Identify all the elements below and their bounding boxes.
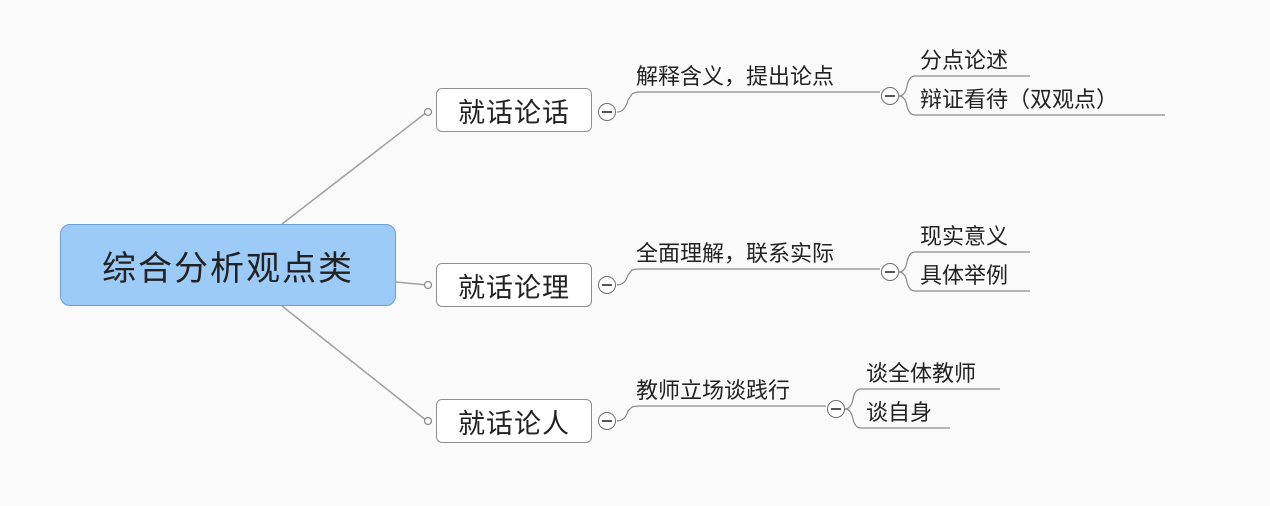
- connector-sub-2-child-2: [898, 271, 1030, 292]
- leaf-topic-1-2[interactable]: 辩证看待（双观点）: [920, 87, 1118, 115]
- sub-topic-3[interactable]: 教师立场谈践行: [636, 378, 790, 406]
- collapse-toggle-sub-3[interactable]: [827, 400, 845, 418]
- branch-node-1[interactable]: 就话论话: [436, 88, 592, 132]
- connector-sub-3-child-1: [844, 388, 1000, 410]
- leaf-topic-1-1-label: 分点论述: [920, 49, 1009, 74]
- connector-branch-1-sub: [616, 91, 880, 113]
- connector-root-branch-1: [281, 111, 428, 225]
- connector-branch-3-sub: [616, 405, 826, 422]
- collapse-toggle-branch-2[interactable]: [598, 276, 616, 294]
- sub-topic-1[interactable]: 解释含义，提出论点: [636, 64, 834, 92]
- branch-node-3[interactable]: 就话论人: [436, 399, 592, 443]
- leaf-topic-3-1[interactable]: 谈全体教师: [866, 361, 976, 389]
- connector-dot-branch-3: [423, 416, 433, 426]
- connector-root-branch-3: [281, 305, 428, 422]
- leaf-topic-3-2[interactable]: 谈自身: [866, 400, 932, 428]
- connector-root-branch-2: [395, 281, 428, 286]
- connector-dot-branch-2: [423, 280, 433, 290]
- sub-topic-2[interactable]: 全面理解，联系实际: [636, 241, 834, 269]
- sub-topic-1-label: 解释含义，提出论点: [636, 65, 835, 90]
- collapse-toggle-branch-3[interactable]: [598, 412, 616, 430]
- leaf-topic-2-1-label: 现实意义: [920, 225, 1009, 250]
- leaf-topic-2-1[interactable]: 现实意义: [920, 224, 1008, 252]
- collapse-toggle-sub-1[interactable]: [881, 87, 899, 105]
- connector-sub-2-child-1: [898, 251, 1030, 273]
- collapse-toggle-branch-1[interactable]: [598, 103, 616, 121]
- sub-topic-3-label: 教师立场谈践行: [636, 379, 791, 404]
- branch-node-3-label: 就话论人: [458, 408, 570, 440]
- branch-node-2-label: 就话论理: [458, 272, 570, 304]
- connector-branch-2-sub: [616, 268, 880, 286]
- root-node[interactable]: 综合分析观点类: [60, 224, 396, 306]
- connector-sub-1-child-2: [898, 95, 1165, 116]
- collapse-toggle-sub-2[interactable]: [881, 263, 899, 281]
- branch-node-2[interactable]: 就话论理: [436, 263, 592, 307]
- connector-dot-branch-1: [423, 107, 433, 117]
- leaf-topic-1-1[interactable]: 分点论述: [920, 48, 1008, 76]
- root-node-label: 综合分析观点类: [102, 248, 354, 289]
- connector-sub-1-child-1: [898, 75, 1030, 97]
- connector-sub-3-child-2: [844, 408, 950, 429]
- leaf-topic-2-2[interactable]: 具体举例: [920, 263, 1008, 291]
- sub-topic-2-label: 全面理解，联系实际: [636, 242, 835, 267]
- leaf-topic-2-2-label: 具体举例: [920, 264, 1009, 289]
- leaf-topic-3-1-label: 谈全体教师: [866, 362, 977, 387]
- leaf-topic-3-2-label: 谈自身: [866, 401, 933, 426]
- branch-node-1-label: 就话论话: [458, 97, 570, 129]
- leaf-topic-1-2-label: 辩证看待（双观点）: [920, 88, 1119, 113]
